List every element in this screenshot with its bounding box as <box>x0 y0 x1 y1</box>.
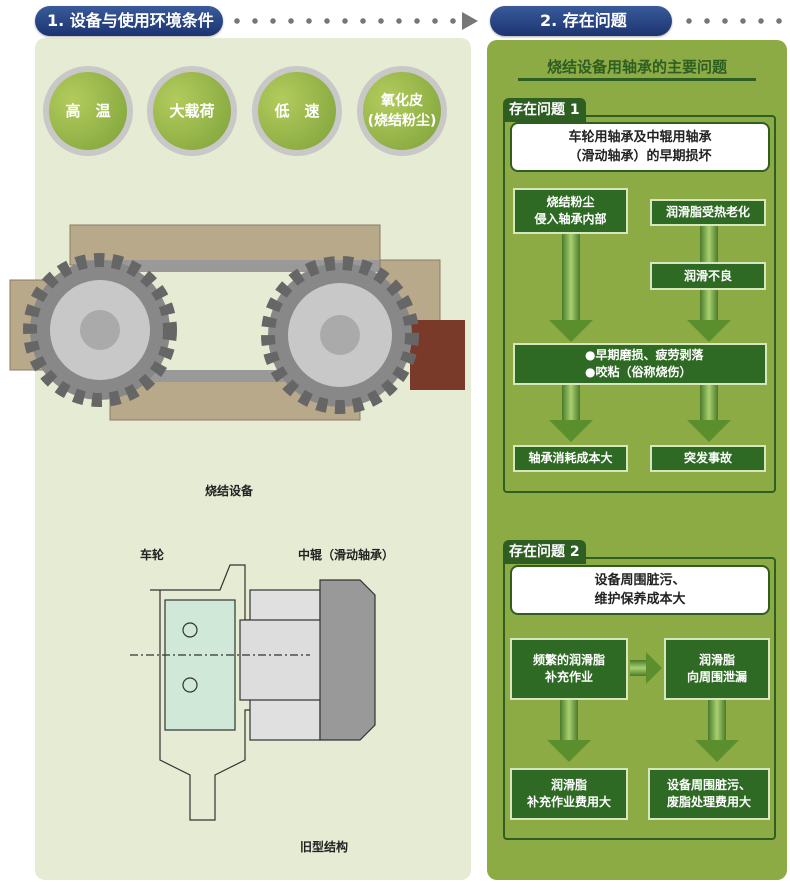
arrow-pipe <box>700 290 718 322</box>
arrow-right-icon <box>462 12 478 30</box>
figure1-caption: 烧结设备 <box>205 484 254 498</box>
old-structure-drawing <box>130 564 376 821</box>
right-gear-icon <box>261 256 419 414</box>
arrow-down-icon <box>687 420 731 442</box>
arrow-down-icon <box>547 740 591 762</box>
cause-frequent-greasing: 频繁的润滑脂 补充作业 <box>510 638 628 700</box>
problems-subtitle: 烧结设备用轴承的主要问题 <box>546 58 727 76</box>
cause-grease-leak: 润滑脂 向周围泄漏 <box>664 638 770 700</box>
condition-high-temp: 高 温 <box>43 66 133 156</box>
left-gear-icon <box>23 253 177 407</box>
dotted-connector <box>228 18 463 24</box>
result-bearing-cost: 轴承消耗成本大 <box>513 445 628 472</box>
section2-header: 2. 存在问题 <box>490 6 672 36</box>
problem2-summary: 设备周围脏污、 维护保养成本大 <box>510 565 770 615</box>
effect-damage: ●早期磨损、疲劳剥落 ●咬粘（俗称烧伤） <box>513 343 767 385</box>
condition-scale-dust: 氧化皮 (烧结粉尘) <box>357 66 447 156</box>
arrow-pipe <box>700 226 718 262</box>
wheel-label: 车轮 <box>140 548 165 562</box>
cause-grease-aging: 润滑脂受热老化 <box>650 199 766 226</box>
dotted-connector-2 <box>680 18 790 24</box>
subtitle-underline <box>518 78 756 81</box>
section1-header: 1. 设备与使用环境条件 <box>35 6 223 36</box>
arrow-down-icon <box>687 320 731 342</box>
figure2-caption: 旧型结构 <box>300 840 349 854</box>
arrow-down-icon <box>695 740 739 762</box>
result-greasing-cost: 润滑脂 补充作业费用大 <box>510 768 628 820</box>
arrow-pipe <box>708 700 726 742</box>
problem2-tab: 存在问题 2 <box>503 540 586 564</box>
result-cleanup-cost: 设备周围脏污、 废脂处理费用大 <box>648 768 770 820</box>
arrow-pipe <box>560 700 578 742</box>
problem1-frame <box>503 115 776 493</box>
sintering-machine-illustration <box>9 224 465 421</box>
arrow-pipe <box>700 385 718 423</box>
roller-label: 中辊（滑动轴承） <box>298 548 395 562</box>
condition-low-speed: 低 速 <box>252 66 342 156</box>
condition-heavy-load: 大载荷 <box>147 66 237 156</box>
arrow-pipe <box>562 234 580 322</box>
problem1-tab: 存在问题 1 <box>503 98 586 122</box>
arrow-pipe <box>630 660 648 676</box>
arrow-down-icon <box>549 320 593 342</box>
problem1-summary: 车轮用轴承及中辊用轴承 （滑动轴承）的早期损坏 <box>510 122 770 172</box>
arrow-right-icon <box>646 652 662 684</box>
arrow-pipe <box>562 385 580 423</box>
arrow-down-icon <box>549 420 593 442</box>
problem2-frame <box>503 557 776 840</box>
result-sudden-accident: 突发事故 <box>650 445 766 472</box>
cause-dust: 烧结粉尘 侵入轴承内部 <box>513 188 628 234</box>
cause-poor-lubrication: 润滑不良 <box>650 262 766 290</box>
